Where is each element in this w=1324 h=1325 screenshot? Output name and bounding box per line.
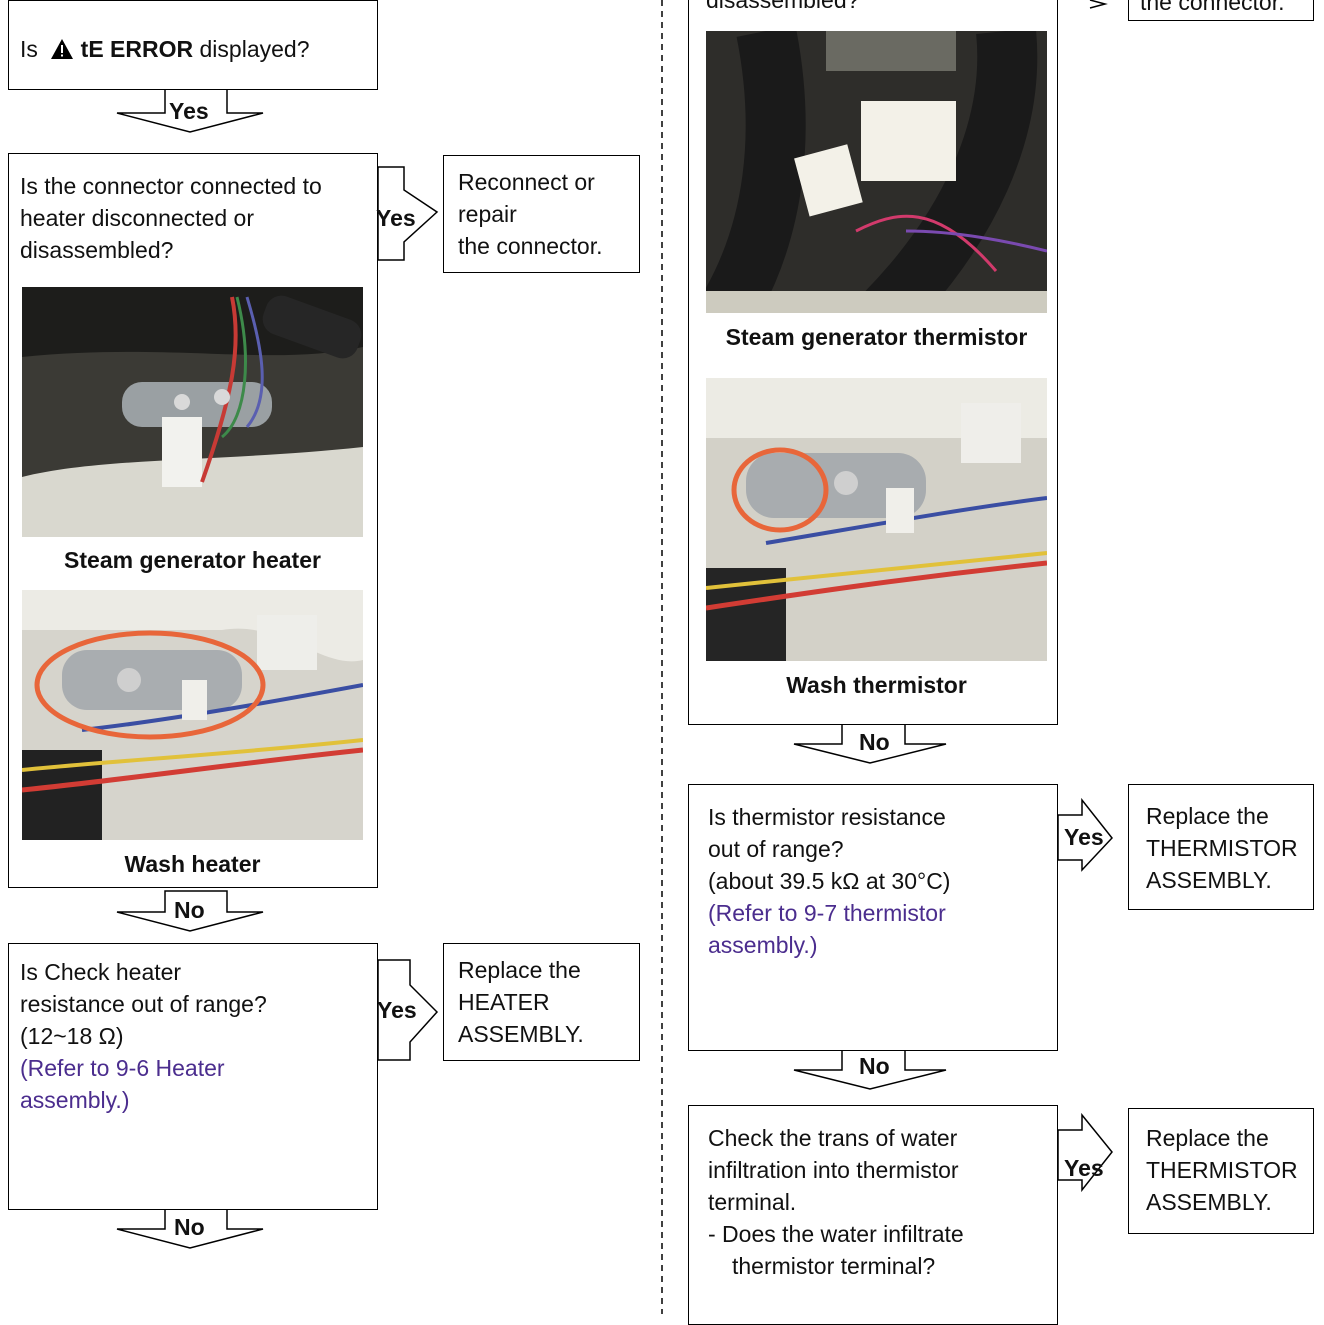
down-arrow-no-right-1 (793, 722, 947, 764)
down-arrow-yes (116, 88, 264, 133)
answer-replace-heater-box (443, 943, 640, 1061)
wash-thermistor-photo (706, 378, 1047, 661)
right-arrow-yes-3 (1057, 797, 1113, 872)
wash-heater-caption: Wash heater (124, 851, 261, 877)
question-thermistor-resistance-text: Is thermistor resistance out of range? (… (708, 804, 951, 958)
answer-top-partial-box (1128, 0, 1314, 21)
steam-generator-heater-caption: Steam generator heater (64, 547, 321, 573)
right-arrow-yes-4 (1057, 1112, 1113, 1193)
question-heater-resistance-text: Is Check heater resistance out of range?… (20, 959, 267, 1113)
down-arrow-no-right-2 (793, 1048, 947, 1090)
highlight-circle-2 (731, 447, 829, 533)
wash-thermistor-caption: Wash thermistor (786, 672, 967, 698)
steam-generator-heater-photo (22, 287, 363, 537)
arrow-label-yes: Yes (169, 98, 209, 124)
right-arrow-yes-2 (377, 959, 439, 1061)
right-arrow-partial (1089, 0, 1108, 9)
question-water-infiltration-text: Check the trans of water infiltration in… (708, 1125, 964, 1279)
arrow-label-yes-2: Yes (377, 997, 417, 1023)
answer-replace-thermistor-box-2 (1128, 1108, 1314, 1234)
question-water-infiltration-box (688, 1105, 1058, 1325)
question-connector-text: Is the connector connected to heater dis… (20, 173, 322, 263)
arrow-label-no-1: No (174, 897, 205, 923)
arrow-label-yes-1: Yes (376, 205, 416, 231)
highlight-circle (34, 630, 266, 740)
arrow-label-yes-4: Yes (1064, 1155, 1104, 1181)
question-error-displayed (8, 0, 378, 90)
answer-top-partial-text: the connector. (1140, 0, 1285, 15)
steam-generator-thermistor-photo (706, 31, 1047, 313)
answer-replace-thermistor-text-1: Replace the THERMISTOR ASSEMBLY. (1146, 803, 1298, 893)
wash-heater-photo (22, 590, 363, 840)
answer-reconnect-box (443, 155, 640, 273)
question-error-text: Is tE ERROR displayed? (20, 36, 310, 62)
arrow-label-no-right-1: No (859, 729, 890, 755)
right-arrow-yes-1 (377, 166, 439, 261)
question-thermistor-partial-text: disassembled? (706, 0, 860, 13)
warning-icon (51, 39, 74, 59)
arrow-label-yes-3: Yes (1064, 824, 1104, 850)
question-thermistor-resistance-box (688, 784, 1058, 1051)
answer-replace-thermistor-text-2: Replace the THERMISTOR ASSEMBLY. (1146, 1125, 1298, 1215)
error-code: tE ERROR (80, 36, 194, 62)
answer-replace-thermistor-box-1 (1128, 784, 1314, 910)
arrow-label-no-2: No (174, 1214, 205, 1240)
steam-generator-thermistor-caption: Steam generator thermistor (725, 324, 1028, 350)
arrow-label-no-right-2: No (859, 1053, 890, 1079)
answer-reconnect-text: Reconnect or repair the connector. (458, 169, 603, 259)
answer-replace-heater-text: Replace the HEATER ASSEMBLY. (458, 957, 584, 1047)
down-arrow-no-1 (116, 890, 264, 932)
question-heater-resistance-box (8, 943, 378, 1210)
down-arrow-no-2 (116, 1207, 264, 1249)
